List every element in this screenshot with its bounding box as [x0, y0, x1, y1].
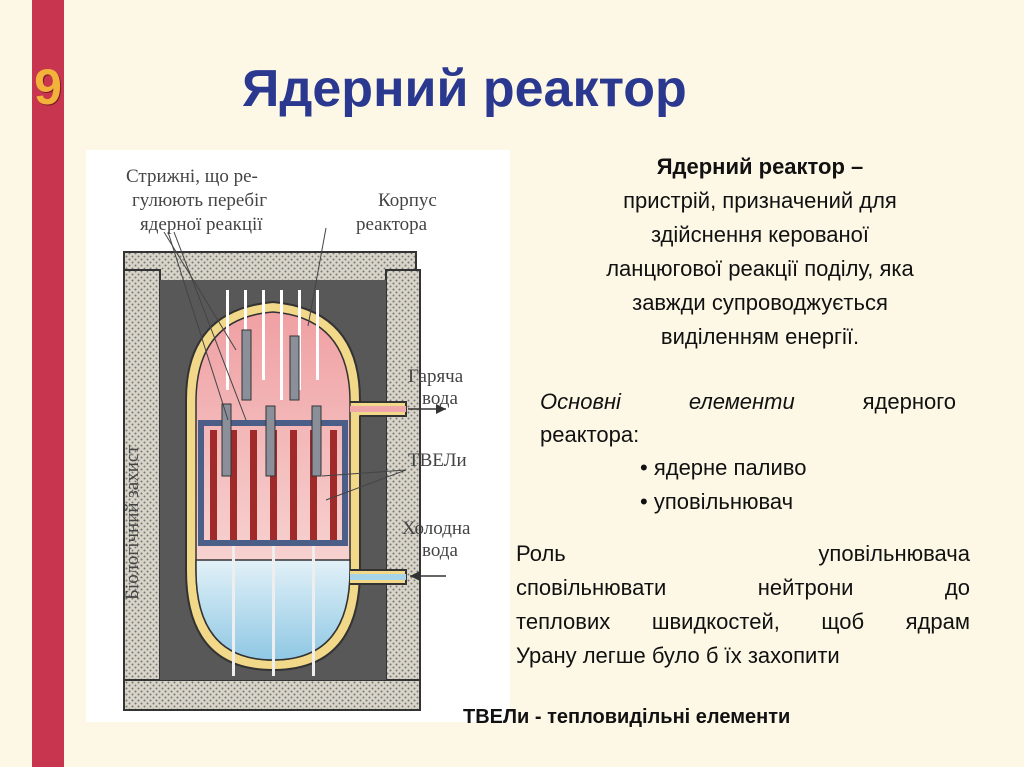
label-rods-3: ядерної реакції: [140, 214, 263, 235]
list-item: • ядерне паливо: [640, 455, 807, 480]
role-line: Роль уповільнювача: [516, 541, 970, 566]
elements-heading-line2: реактора:: [540, 422, 640, 447]
label-body-2: реактора: [356, 214, 428, 235]
hot-water-pipe: [350, 401, 446, 417]
label-shield: Біологічний захист: [122, 445, 143, 600]
role-line: Урану легше було б їх захопити: [516, 643, 840, 668]
leader-lines: [163, 227, 407, 501]
elements-block: Основні елементи ядерного реактора: • яд…: [540, 385, 956, 519]
label-hot-2: вода: [422, 388, 458, 409]
label-tveli: ТВЕЛи: [408, 450, 467, 471]
label-rods-1: Стрижні, що ре-: [126, 166, 258, 187]
reactor-diagram: Стрижні, що ре- гулюють перебіг ядерної …: [86, 150, 510, 722]
control-rods: [221, 290, 322, 477]
definition-line: здійснення керованої: [650, 222, 870, 247]
cold-water-pipe: [350, 569, 446, 585]
side-accent-bar: [32, 0, 64, 767]
elements-heading-rest: ядерного: [862, 389, 956, 414]
label-body-1: Корпус: [378, 190, 437, 211]
role-line: теплових швидкостей, щоб ядрам: [516, 609, 970, 634]
slide-title: Ядерний реактор: [242, 60, 687, 118]
role-line: сповільнювати нейтрони до: [516, 575, 970, 600]
role-block: Роль уповільнювача сповільнювати нейтрон…: [516, 537, 970, 673]
page-number: 9: [34, 59, 62, 115]
label-cold-2: вода: [422, 540, 458, 561]
label-hot-1: Гаряча: [408, 366, 464, 387]
tveli-note: ТВЕЛи - тепловидільні елементи: [463, 706, 791, 728]
fuel-rods: [210, 430, 337, 540]
list-item: • уповільнювач: [640, 489, 794, 514]
definition-line: завжди супроводжується: [632, 290, 888, 315]
definition-line: ланцюгової реакції поділу, яка: [606, 256, 914, 281]
lower-supports: [232, 546, 315, 676]
biological-shield: [123, 251, 421, 711]
elements-heading-italic: Основні елементи: [540, 389, 795, 414]
label-rods-2: гулюють перебіг: [132, 190, 267, 211]
definition-block: Ядерний реактор – пристрій, призначений …: [540, 150, 980, 354]
definition-line: виділенням енергії.: [660, 324, 860, 349]
reactor-svg: Стрижні, що ре- гулюють перебіг ядерної …: [122, 166, 471, 711]
elements-list: • ядерне паливо • уповільнювач: [540, 451, 956, 519]
definition-term: Ядерний реактор –: [656, 154, 864, 179]
label-cold-1: Холодна: [402, 518, 471, 539]
definition-line: пристрій, призначений для: [623, 188, 897, 213]
elements-heading: Основні елементи ядерного: [540, 385, 956, 418]
